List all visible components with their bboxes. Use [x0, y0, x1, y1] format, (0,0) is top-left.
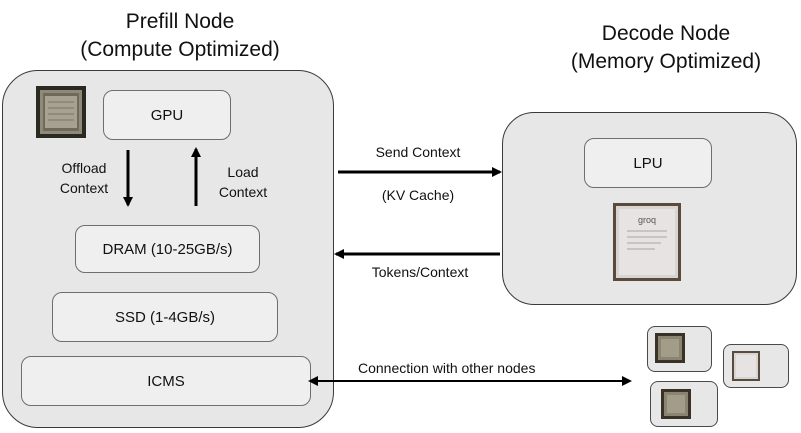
lpu-chip-brand: groq: [638, 215, 656, 225]
dram-label: DRAM (10-25GB/s): [102, 240, 233, 258]
icms-label: ICMS: [147, 372, 185, 390]
gpu-chip-image: [36, 86, 86, 138]
ssd-box: SSD (1-4GB/s): [52, 292, 278, 342]
other-node-2-chip: [732, 351, 760, 381]
tokens-context-label: Tokens/Context: [371, 264, 469, 280]
icms-box: ICMS: [21, 356, 311, 406]
prefill-node-title: Prefill Node (Compute Optimized): [40, 8, 320, 64]
other-node-2: [723, 344, 789, 388]
gpu-box: GPU: [103, 90, 231, 140]
other-node-3-chip: [661, 389, 691, 419]
other-node-3: [650, 381, 718, 427]
lpu-label: LPU: [633, 154, 663, 172]
prefill-title-line2: (Compute Optimized): [80, 38, 280, 61]
dram-box: DRAM (10-25GB/s): [75, 225, 260, 273]
load-line1: Load: [227, 164, 259, 180]
decode-title-line1: Decode Node: [601, 22, 731, 45]
ssd-label: SSD (1-4GB/s): [114, 308, 216, 326]
send-context-label: Send Context: [375, 144, 461, 160]
connection-label: Connection with other nodes: [358, 360, 536, 376]
kv-cache-label: (KV Cache): [381, 187, 455, 203]
other-node-1-chip: [655, 333, 685, 363]
lpu-box: LPU: [584, 138, 712, 188]
decode-title-line2: (Memory Optimized): [570, 50, 762, 73]
offload-line2: Context: [59, 180, 109, 196]
offload-context-label: Offload Context: [42, 158, 126, 198]
offload-line1: Offload: [61, 160, 107, 176]
lpu-chip-image: groq: [613, 203, 681, 281]
load-line2: Context: [218, 184, 268, 200]
prefill-title-line1: Prefill Node: [125, 10, 235, 33]
other-node-1: [647, 326, 712, 372]
decode-node-title: Decode Node (Memory Optimized): [535, 20, 797, 76]
load-context-label: Load Context: [204, 162, 282, 202]
gpu-label: GPU: [150, 106, 184, 124]
